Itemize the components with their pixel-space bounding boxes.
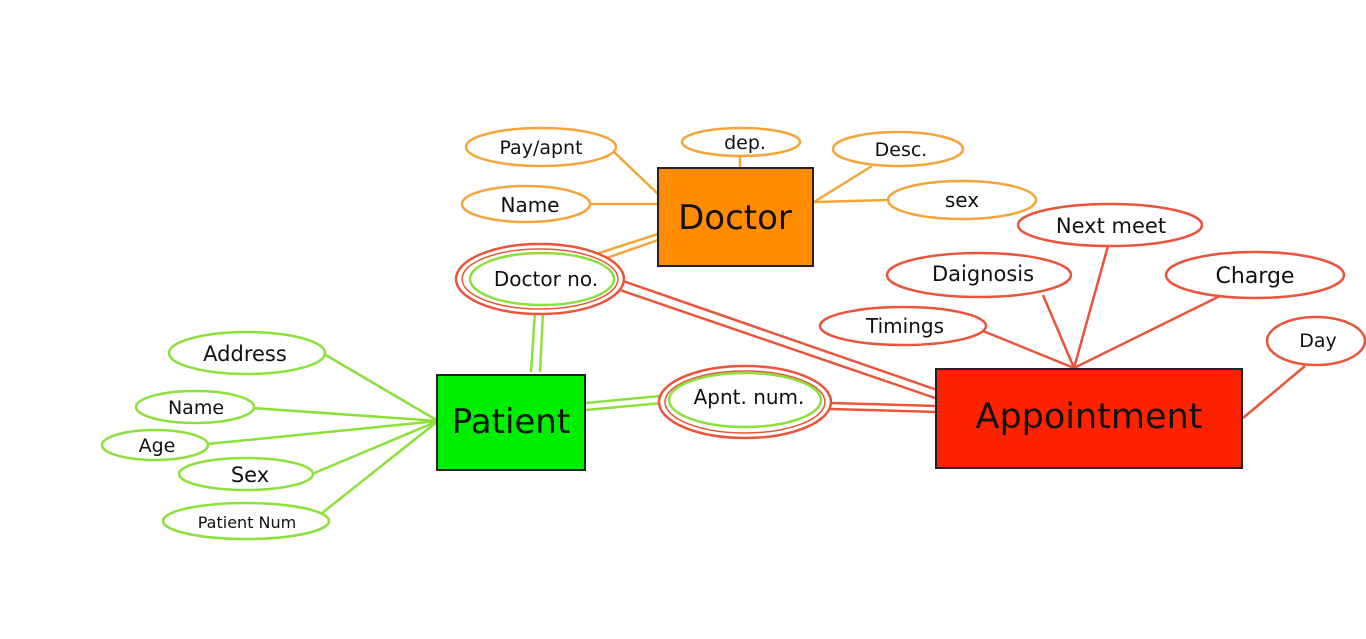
attribute-patient-sex-label: Sex	[231, 463, 269, 487]
connector-patient-doctorno-b	[538, 311, 545, 373]
connector-appt-day	[1242, 365, 1306, 419]
entity-appointment: Appointment	[935, 368, 1243, 469]
connector-appt-nextmeet	[1072, 245, 1110, 369]
attribute-doctor-pay-label: Pay/apnt	[499, 137, 582, 159]
patient-attributes: Address Name Age Sex Patient Num	[100, 330, 331, 541]
attribute-doctor-desc-label: Desc.	[875, 139, 928, 161]
attribute-appt-day: Day	[1265, 315, 1366, 367]
key-apnt-num: Apnt. num.	[657, 364, 833, 440]
attribute-doctor-pay: Pay/apnt	[464, 126, 618, 168]
entity-doctor-box	[657, 167, 814, 267]
attribute-appt-day-shape	[1265, 315, 1366, 367]
attribute-patient-num-label: Patient Num	[198, 513, 297, 532]
connector-doctor-desc	[813, 164, 873, 204]
attribute-patient-num-shape	[161, 501, 331, 541]
attribute-patient-sex: Sex	[177, 456, 315, 492]
attribute-doctor-dep: dep.	[680, 126, 802, 158]
connector-patient-name	[252, 406, 439, 423]
attribute-doctor-desc-shape	[831, 130, 965, 168]
attribute-appt-charge-label: Charge	[1216, 264, 1295, 289]
connector-apnt-appt-a	[829, 401, 938, 408]
connector-doctorno-appt-a	[619, 278, 938, 392]
connector-appt-charge	[1073, 293, 1223, 370]
attribute-patient-age: Age	[100, 428, 210, 462]
attribute-appt-nextmeet-shape	[1016, 202, 1204, 248]
key-doctor-no-inner	[468, 251, 616, 307]
key-doctor-no: Doctor no.	[454, 242, 626, 316]
attribute-appt-timings: Timings	[818, 305, 988, 347]
connector-doctorno-appt-b	[616, 287, 936, 400]
attribute-patient-address: Address	[167, 330, 327, 376]
attribute-doctor-desc: Desc.	[831, 130, 965, 168]
attribute-patient-name-label: Name	[168, 397, 224, 419]
attribute-doctor-dep-label: dep.	[724, 132, 766, 154]
attribute-patient-sex-shape	[177, 456, 315, 492]
connector-patient-age	[206, 419, 439, 446]
attribute-doctor-sex-label: sex	[945, 188, 979, 212]
attribute-patient-name-shape	[134, 389, 256, 425]
connector-appt-diagnosis	[1041, 294, 1076, 369]
entity-appointment-label: Appointment	[976, 397, 1203, 437]
entity-doctor: Doctor	[657, 167, 814, 267]
attribute-appt-timings-shape	[818, 305, 988, 347]
connector-patient-address	[323, 352, 439, 423]
attribute-doctor-name-label: Name	[500, 193, 559, 217]
attribute-appt-diagnosis: Daignosis	[885, 251, 1073, 299]
attribute-patient-address-label: Address	[203, 342, 287, 366]
attribute-appt-diagnosis-label: Daignosis	[932, 262, 1034, 286]
connector-doctor-doctorno-a	[589, 232, 659, 258]
attribute-appt-nextmeet: Next meet	[1016, 202, 1204, 248]
attribute-doctor-name: Name	[460, 184, 592, 224]
connector-patient-sex	[311, 419, 439, 476]
attribute-appt-diagnosis-shape	[885, 251, 1073, 299]
attribute-doctor-sex-shape	[886, 179, 1038, 221]
attribute-patient-num: Patient Num	[161, 501, 331, 541]
entity-patient: Patient	[436, 374, 586, 471]
attribute-patient-address-shape	[167, 330, 327, 376]
key-doctor-no-label: Doctor no.	[494, 267, 598, 291]
connector-apnt-appt-b	[829, 407, 938, 414]
doctor-attributes: Pay/apnt dep. Desc. Name sex	[460, 126, 1038, 224]
attribute-appt-charge-shape	[1164, 250, 1346, 300]
connector-doctor-sex	[813, 198, 890, 204]
attribute-appt-timings-label: Timings	[865, 314, 944, 338]
attribute-patient-age-shape	[100, 428, 210, 462]
attribute-doctor-pay-shape	[464, 126, 618, 168]
attribute-patient-name: Name	[134, 389, 256, 425]
attribute-appt-nextmeet-label: Next meet	[1056, 214, 1166, 238]
attribute-appt-charge: Charge	[1164, 250, 1346, 300]
attribute-appt-day-label: Day	[1299, 330, 1337, 352]
connector-patient-num	[311, 420, 439, 522]
connectors	[206, 151, 1306, 522]
connector-doctor-pay	[613, 151, 660, 196]
connector-patient-apnt-b	[585, 401, 663, 412]
entity-appointment-box	[935, 368, 1243, 469]
entity-patient-label: Patient	[452, 402, 570, 442]
connector-patient-apnt-a	[585, 394, 661, 405]
connector-appt-timings	[982, 329, 1075, 370]
attribute-doctor-dep-shape	[680, 126, 802, 158]
key-apnt-num-label: Apnt. num.	[694, 385, 805, 409]
attribute-doctor-sex: sex	[886, 179, 1038, 221]
attribute-patient-age-label: Age	[139, 435, 176, 457]
connector-patient-doctorno-a	[529, 311, 537, 373]
entity-doctor-label: Doctor	[678, 198, 792, 238]
appointment-attributes: Next meet Daignosis Charge Timings Day	[818, 202, 1366, 367]
attribute-doctor-name-shape	[460, 184, 592, 224]
key-apnt-num-inner	[667, 371, 823, 429]
entity-patient-box	[436, 374, 586, 471]
